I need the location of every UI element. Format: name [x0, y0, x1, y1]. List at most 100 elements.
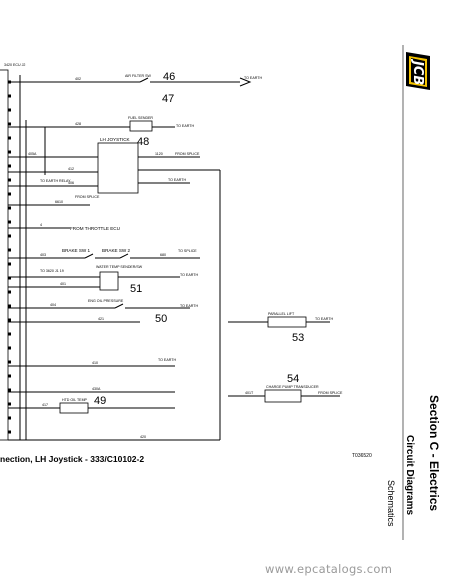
to-earth-7: TO EARTH [158, 358, 176, 362]
diagram-caption: nection, LH Joystick - 333/C10102-2 [0, 454, 144, 464]
lh-joystick-label: LH JOYSTICK [100, 137, 131, 142]
ecu-pin [8, 164, 11, 168]
to-earth-6: TO EARTH [315, 317, 333, 321]
jcb-logo: JCB [406, 52, 430, 90]
wire-1120: 1120 [155, 152, 163, 156]
brake-sw-1-label: BRAKE SW 1 [62, 248, 91, 253]
eng-oil-pressure-circuit: ENG OIL PRESSURE 404 TO EARTH 50 421 [8, 299, 198, 325]
wire-412: 412 [68, 167, 74, 171]
throttle-ecu-label: FROM THROTTLE ECU [70, 226, 120, 231]
ecu-pin [8, 122, 11, 126]
from-splice-1: FROM SPLICE [175, 152, 200, 156]
callout-48: 48 [137, 136, 149, 148]
ecu-label: 3420 ECU J2 [4, 63, 25, 67]
brake-sw-2-label: BRAKE SW 2 [102, 248, 131, 253]
callout-50: 50 [155, 313, 167, 325]
eng-oil-pressure-label: ENG OIL PRESSURE [88, 299, 124, 303]
ecu-pin [8, 150, 11, 154]
ecu-pin [8, 276, 11, 280]
to-earth-2: TO EARTH [176, 124, 194, 128]
ecu-pin [8, 220, 11, 224]
section-sub2-group: Schematics [386, 480, 396, 527]
ecu-pin [8, 262, 11, 266]
wire-410-circuit: 410 TO EARTH [8, 358, 176, 367]
section-sub2: Schematics [386, 480, 396, 527]
callout-54: 54 [287, 373, 299, 385]
air-filter-circuit: AIR FILTER SW 402 TO EARTH 46 47 [8, 71, 262, 105]
watermark: www.epcatalogs.com [265, 562, 392, 576]
charge-pump-circuit: 54 CHARGE PUMP TRANSDUCER 401T FROM SPLI… [228, 373, 343, 403]
ecu-pin [8, 416, 11, 420]
ecu-pin [8, 402, 11, 406]
ecu-pin [8, 332, 11, 336]
wire-430a: 430A [92, 387, 101, 391]
ecu-pin [8, 360, 11, 364]
ecu-connector: 3420 ECU J2 [0, 63, 25, 441]
ecu-pin [8, 248, 11, 252]
to-earth-1: TO EARTH [244, 76, 262, 80]
wire-4: 4 [40, 223, 42, 227]
wire-402: 402 [75, 77, 81, 81]
to-earth-relay: TO EARTH RELAY [40, 179, 71, 183]
ecu-pin [8, 192, 11, 196]
to-earth-3: TO EARTH [168, 178, 186, 182]
water-temp-label: WATER TEMP SENDER/SW [96, 265, 143, 269]
htd-oil-temp-label: HTD OIL TEMP [62, 398, 88, 402]
to-earth-4: TO EARTH [180, 273, 198, 277]
wire-421: 421 [98, 317, 104, 321]
wire-6610: 6610 [55, 200, 63, 204]
fuel-sender-circuit: FUEL SENDER 428 TO EARTH [8, 116, 194, 175]
section-title-group: Section C - Electrics [427, 395, 441, 511]
parallel-lift-label: PARALLEL LIFT [268, 312, 295, 316]
drawing-ref: T036520 [352, 453, 372, 459]
wire-405a: 405A [28, 152, 37, 156]
wire-410: 410 [92, 361, 98, 365]
section-subtitle-group: Circuit Diagrams [404, 435, 415, 515]
wire-401t: 401T [245, 391, 254, 395]
wire-680: 680 [160, 253, 166, 257]
wire-406: 406 [68, 181, 74, 185]
wire-428: 428 [75, 122, 81, 126]
to-3620-label: TO 3620 J1 19 [40, 269, 64, 273]
water-temp-circuit: TO 3620 J1 19 WATER TEMP SENDER/SW TO EA… [8, 265, 198, 295]
ground-symbol [239, 77, 252, 87]
wire-401: 401 [60, 282, 66, 286]
air-filter-label: AIR FILTER SW [125, 74, 151, 78]
parallel-lift-circuit: PARALLEL LIFT 53 TO EARTH [228, 312, 333, 344]
ecu-pin [8, 374, 11, 378]
throttle-ecu-circuit: FROM THROTTLE ECU 4 [8, 223, 120, 231]
ecu-pin [8, 290, 11, 294]
section-subtitle: Circuit Diagrams [404, 435, 415, 515]
ecu-pin [8, 108, 11, 112]
wire-420-circuit: 420 [8, 435, 220, 441]
wire-404: 404 [50, 303, 56, 307]
lh-joystick-block: LH JOYSTICK 48 405A 1120 FROM SPLICE 412… [8, 136, 221, 440]
wire-403: 403 [40, 253, 46, 257]
ecu-pin [8, 430, 11, 434]
ecu-pin [8, 94, 11, 98]
wire-417: 417 [42, 403, 48, 407]
wire-420: 420 [140, 435, 146, 439]
wire-6610-circuit: 6610 FROM SPLICE [8, 195, 100, 206]
ecu-pin [8, 136, 11, 140]
htd-oil-temp-circuit: HTD OIL TEMP 49 417 [8, 395, 175, 414]
ecu-pin [8, 388, 11, 392]
ecu-pin [8, 318, 11, 322]
fuel-sender-label: FUEL SENDER [128, 116, 153, 120]
callout-51: 51 [130, 283, 142, 295]
to-splice-1: TO SPLICE [178, 249, 197, 253]
callout-47: 47 [162, 93, 174, 105]
callout-46: 46 [163, 71, 175, 83]
ecu-pin [8, 206, 11, 210]
brake-switch-circuit: BRAKE SW 1 BRAKE SW 2 403 680 TO SPLICE [8, 248, 200, 259]
ecu-pin [8, 234, 11, 238]
ecu-pin [8, 346, 11, 350]
ecu-pin [8, 304, 11, 308]
section-title: Section C - Electrics [427, 395, 441, 511]
logo-text: JCB [410, 58, 425, 85]
charge-pump-label: CHARGE PUMP TRANSDUCER [266, 385, 319, 389]
ecu-pin [8, 178, 11, 182]
wire-430a-circuit: 430A [8, 387, 175, 393]
callout-49: 49 [94, 395, 106, 407]
